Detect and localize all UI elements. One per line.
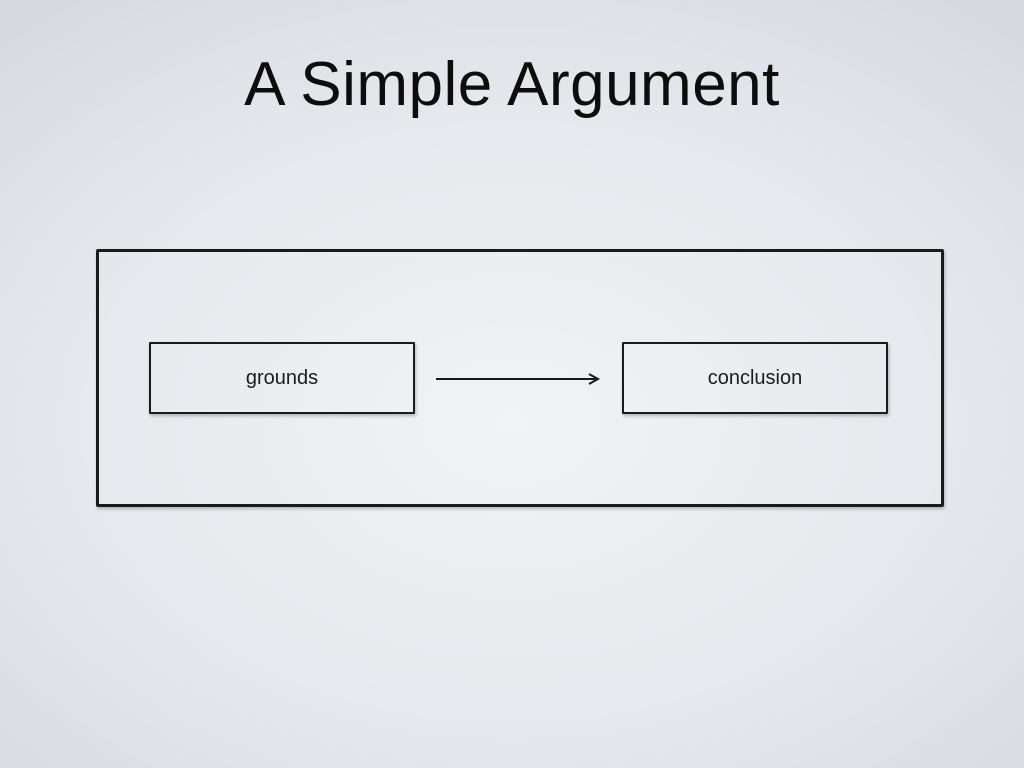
grounds-to-conclusion-arrow (436, 373, 601, 385)
conclusion-box: conclusion (622, 342, 888, 414)
diagram-frame (96, 249, 944, 507)
grounds-box: grounds (149, 342, 415, 414)
grounds-label: grounds (245, 366, 319, 389)
arrow-head (588, 373, 601, 385)
conclusion-label: conclusion (707, 366, 803, 389)
slide-title: A Simple Argument (244, 50, 780, 119)
